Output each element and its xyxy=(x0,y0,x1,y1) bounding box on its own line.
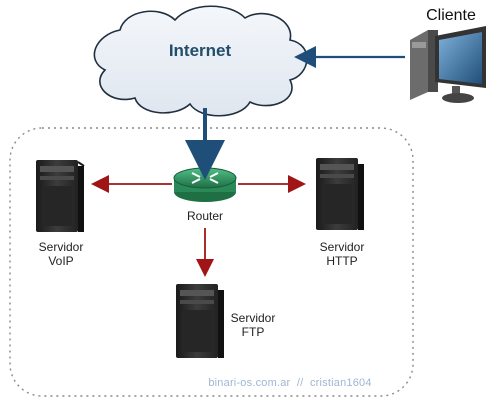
http-label-line2: HTTP xyxy=(326,254,358,268)
ftp-label-line2: FTP xyxy=(241,325,265,339)
ftp-server-label: Servidor FTP xyxy=(218,311,288,339)
router-icon xyxy=(173,167,237,202)
http-server-icon xyxy=(316,158,364,230)
client-label: Cliente xyxy=(426,7,476,24)
client-computer-icon xyxy=(410,26,486,103)
ftp-label-line1: Servidor xyxy=(230,311,276,325)
watermark-text: binari-os.com.ar // cristian1604 xyxy=(208,377,372,389)
voip-server-icon xyxy=(36,160,85,232)
http-server-label: Servidor HTTP xyxy=(307,240,377,268)
lan-boundary xyxy=(9,127,414,397)
voip-label-line1: Servidor xyxy=(38,240,84,254)
ftp-server-icon xyxy=(176,284,224,358)
voip-label-line2: VoIP xyxy=(48,254,74,268)
internet-cloud-icon xyxy=(93,5,308,117)
http-label-line1: Servidor xyxy=(319,240,365,254)
voip-server-label: Servidor VoIP xyxy=(26,240,96,268)
internet-label: Internet xyxy=(168,41,232,60)
router-label: Router xyxy=(186,209,224,223)
